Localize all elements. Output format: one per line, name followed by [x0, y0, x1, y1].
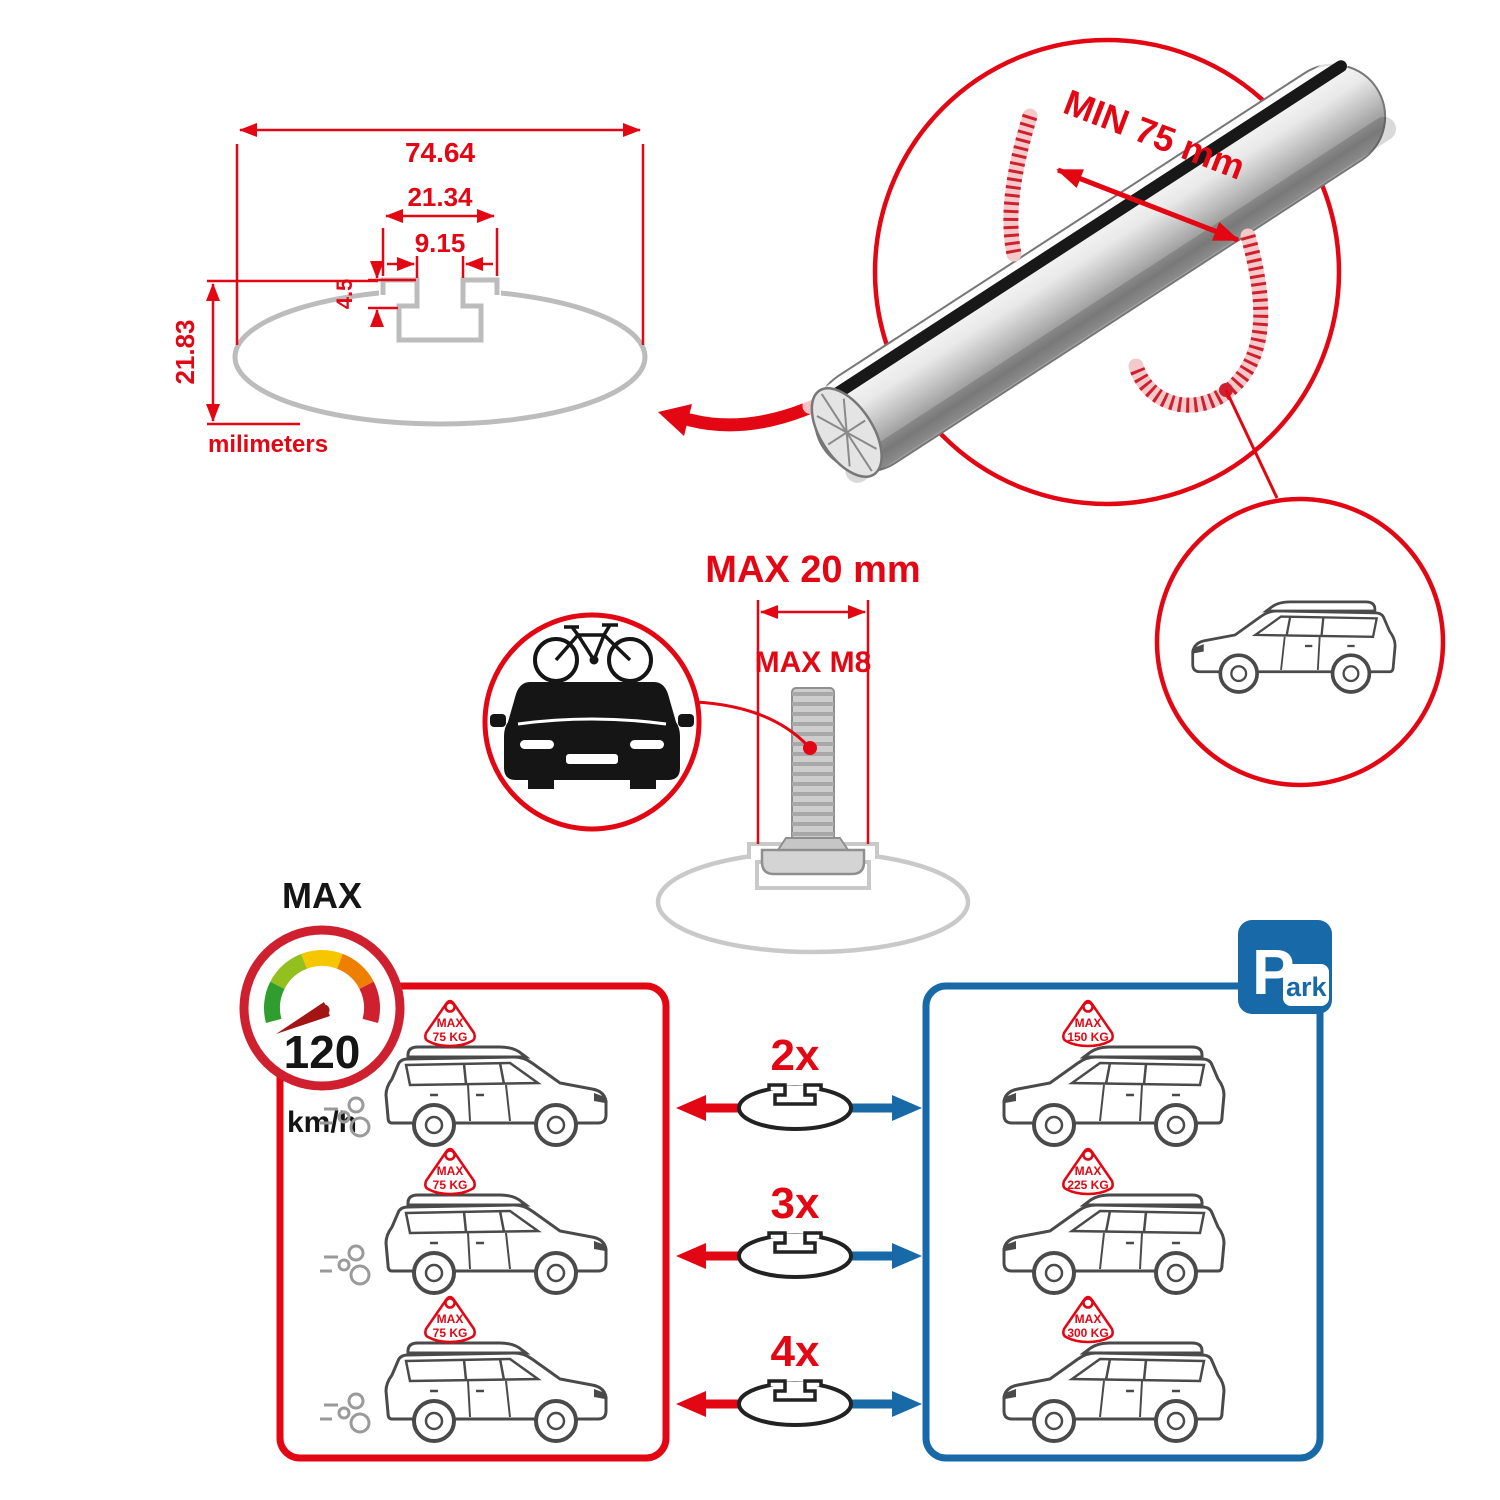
crossbar-detail-circle: MIN 75 mm [802, 37, 1397, 507]
bicycle-icon [533, 623, 653, 683]
parked-car-2 [1002, 1193, 1226, 1295]
crossbar-profile-icon [737, 1379, 853, 1427]
u-bolt-clamp [1003, 108, 1269, 413]
dim-channel-width-value: 21.34 [407, 182, 473, 212]
callout-line-to-suv [1224, 389, 1279, 499]
mounting-bolt-diagram: MAX 20 mm MAX M8 [655, 549, 971, 955]
zoom-arrow-head [658, 404, 692, 436]
load-badge: MAX 75 KG [424, 999, 476, 1048]
load-badge: MAX 300 KG [1062, 1295, 1114, 1344]
dimension-total-width: 74.64 [235, 123, 645, 345]
dim-total-height-value: 21.83 [170, 319, 200, 384]
speed-max-title: MAX [282, 875, 362, 916]
badge-value: 300 KG [1067, 1326, 1108, 1340]
park-sign-suffix: ark [1286, 972, 1328, 1002]
badge-title: MAX [437, 1016, 464, 1030]
badge-value: 75 KG [433, 1178, 468, 1192]
dim-slot-width-value: 9.15 [415, 228, 466, 258]
red-arrow-left [676, 1243, 706, 1269]
dim-total-width-value: 74.64 [405, 137, 475, 168]
bolt-max-width-label: MAX 20 mm [705, 549, 920, 591]
dimension-lip-depth: 4.5 [332, 261, 416, 327]
driving-car-row-3: MAX 75 KG [318, 1295, 608, 1443]
bolt-t-head [760, 848, 866, 876]
driving-car-2 [384, 1193, 608, 1295]
cross-section-diagram: 74.64 21.34 9.15 4.5 [170, 123, 648, 458]
red-arrow-left [676, 1095, 706, 1121]
badge-title: MAX [437, 1312, 464, 1326]
dimension-total-height: 21.83 [170, 279, 378, 426]
bolt-collar [776, 837, 850, 851]
motion-puffs-3 [318, 1392, 371, 1434]
right-headlight [630, 740, 664, 749]
load-badge: MAX 75 KG [424, 1295, 476, 1344]
profile-crown-mask [379, 285, 501, 296]
speed-value: 120 [284, 1026, 361, 1078]
load-badge: MAX 75 KG [424, 1147, 476, 1196]
badge-title: MAX [1075, 1164, 1102, 1178]
t-bolt [760, 687, 866, 876]
crossbar-count-row-3: 4x [676, 1327, 922, 1427]
parked-car-row-2: MAX 225 KG [1002, 1147, 1226, 1295]
driving-car-3 [384, 1341, 608, 1443]
blue-arrow-right [892, 1391, 922, 1417]
badge-value: 75 KG [433, 1030, 468, 1044]
bolt-callout-dot [803, 741, 817, 755]
left-headlight [520, 740, 554, 749]
load-badge: MAX 225 KG [1062, 1147, 1114, 1196]
park-sign: P ark [1238, 920, 1332, 1014]
badge-title: MAX [437, 1164, 464, 1178]
callout-line-to-bolt [694, 700, 810, 748]
crossbar-count-row-1: 2x [676, 1031, 922, 1131]
dimension-channel-width: 21.34 [381, 182, 499, 276]
driving-car-row-1: MAX 75 KG [318, 999, 608, 1147]
parked-car-1 [1002, 1045, 1226, 1147]
crossbar-count-row-2: 3x [676, 1179, 922, 1279]
load-badge: MAX 150 KG [1062, 999, 1114, 1048]
blue-arrow-right [892, 1243, 922, 1269]
gauge-needle [276, 1002, 330, 1034]
driving-panel [276, 982, 670, 1462]
crossbar-profile-icon [737, 1231, 853, 1279]
parked-car-3 [1002, 1341, 1226, 1443]
left-mirror [490, 714, 506, 727]
badge-value: 150 KG [1067, 1030, 1108, 1044]
blue-arrow-right [892, 1095, 922, 1121]
parked-car-row-3: MAX 300 KG [1002, 1295, 1226, 1443]
speed-limit-gauge: MAX 120 km/h [239, 875, 405, 1139]
parked-panel [922, 982, 1324, 1462]
count-label-2x: 2x [771, 1031, 820, 1080]
count-label-3x: 3x [771, 1179, 820, 1228]
badge-title: MAX [1075, 1016, 1102, 1030]
profile-ellipse [232, 287, 648, 427]
badge-value: 225 KG [1067, 1178, 1108, 1192]
badge-title: MAX [1075, 1312, 1102, 1326]
suv-roofbox-circle [1154, 496, 1446, 788]
crossbar-profile-icon [737, 1083, 853, 1131]
right-mirror [678, 714, 694, 727]
car-front-bike-circle [482, 612, 702, 832]
badge-value: 75 KG [433, 1326, 468, 1340]
driving-car-1 [384, 1045, 608, 1147]
driving-car-row-2: MAX 75 KG [318, 1147, 608, 1295]
red-arrow-left [676, 1391, 706, 1417]
dimension-slot-width: 9.15 [387, 228, 493, 278]
bolt-width-dimension: MAX 20 mm MAX M8 [705, 549, 921, 844]
count-label-4x: 4x [771, 1327, 820, 1376]
license-plate [566, 754, 618, 764]
motion-puffs-2 [318, 1244, 371, 1286]
parked-car-row-1: MAX 150 KG [1002, 999, 1226, 1147]
dim-lip-depth-value: 4.5 [332, 279, 357, 310]
units-label: milimeters [208, 431, 328, 458]
bolt-thread-label: MAX M8 [755, 646, 872, 679]
car-front-illustration [490, 682, 694, 789]
